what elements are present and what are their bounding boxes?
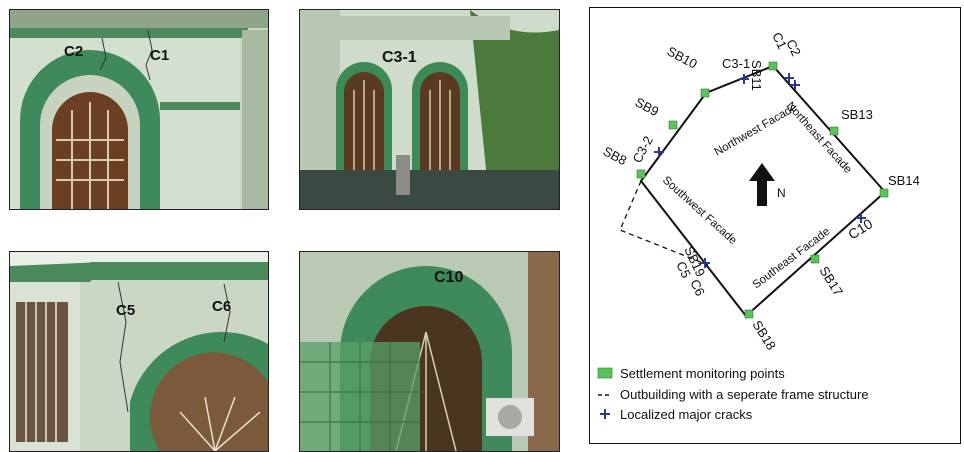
monitoring-point-sb10 bbox=[700, 88, 710, 98]
photo-label-c2: C2 bbox=[64, 43, 83, 60]
north-arrow-icon bbox=[749, 163, 775, 206]
legend-outbuilding-label: Outbuilding with a seperate frame struct… bbox=[620, 387, 869, 402]
monitoring-point-sb17 bbox=[810, 254, 820, 264]
monitoring-point-sb8 bbox=[636, 169, 646, 179]
photo-facade-c10: C10 bbox=[299, 251, 560, 452]
label-c3-1: C3-1 bbox=[722, 56, 750, 71]
crack-marker-c3-2 bbox=[654, 147, 664, 157]
photo-facade-c3-1: C3-1 bbox=[299, 9, 560, 210]
label-sb17: SB17 bbox=[816, 264, 846, 299]
crack-marker-c1 bbox=[784, 73, 794, 83]
settlement-monitoring-plan: Northwest Facade Northeast Facade Southw… bbox=[589, 7, 961, 444]
crack-marker-c5-c6 bbox=[700, 258, 710, 268]
crack-marker-c10 bbox=[856, 213, 866, 223]
label-c10: C10 bbox=[845, 215, 875, 242]
label-sb8: SB8 bbox=[601, 143, 630, 168]
label-c2: C2 bbox=[783, 37, 804, 58]
label-c5: C5 bbox=[673, 259, 694, 280]
label-sb14: SB14 bbox=[888, 173, 920, 188]
legend-crack-icon bbox=[600, 409, 610, 419]
label-sb11: SB11 bbox=[749, 60, 764, 91]
north-label: N bbox=[777, 186, 786, 200]
label-c1: C1 bbox=[769, 30, 790, 51]
photo-facade-c1-c2: C2 C1 bbox=[9, 9, 269, 210]
photo-label-c10: C10 bbox=[434, 269, 463, 286]
crack-marker-c2 bbox=[790, 80, 800, 90]
photo-facade-c5-c6: C5 C6 bbox=[9, 251, 269, 452]
legend-cracks-label: Localized major cracks bbox=[620, 407, 753, 422]
monitoring-point-sb18 bbox=[744, 309, 754, 319]
label-sb13: SB13 bbox=[841, 107, 873, 122]
label-c6: C6 bbox=[687, 277, 708, 298]
crack-marker-c3-1 bbox=[739, 74, 749, 84]
photo-label-c3-1: C3-1 bbox=[382, 49, 417, 66]
label-sb18: SB18 bbox=[749, 318, 779, 353]
photo-label-c6: C6 bbox=[212, 298, 231, 315]
label-sb9: SB9 bbox=[633, 94, 662, 119]
building-outline bbox=[639, 64, 887, 318]
monitoring-point-sb9 bbox=[668, 120, 678, 130]
photo-label-c5: C5 bbox=[116, 302, 135, 319]
photo-label-c1: C1 bbox=[150, 47, 169, 64]
legend-settlement-swatch bbox=[597, 367, 613, 379]
legend-settlement-label: Settlement monitoring points bbox=[620, 366, 785, 381]
monitoring-point-sb14 bbox=[879, 188, 889, 198]
label-c3-2: C3-2 bbox=[629, 133, 655, 165]
facade-label-southeast: Southeast Facade bbox=[751, 226, 833, 292]
facade-label-southwest: Southwest Facade bbox=[660, 174, 739, 247]
label-sb10: SB10 bbox=[665, 43, 700, 71]
monitoring-point-sb13 bbox=[829, 126, 839, 136]
monitoring-point-sb11 bbox=[768, 61, 778, 71]
